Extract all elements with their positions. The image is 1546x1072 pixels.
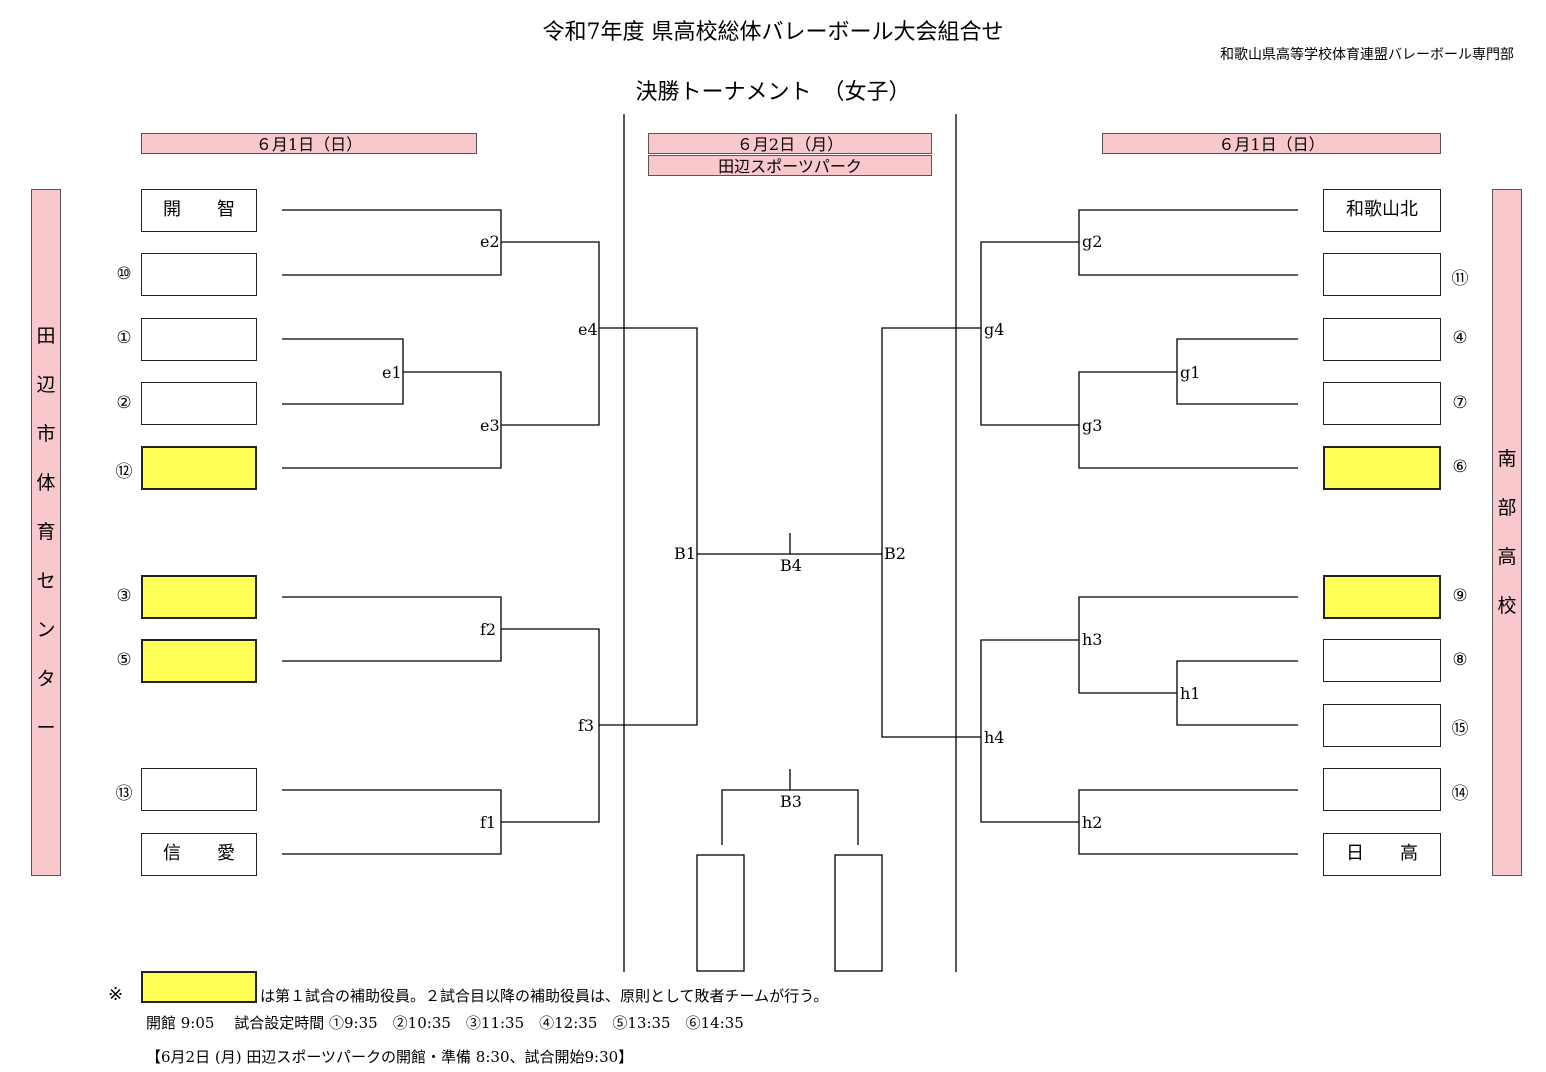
team-box: 日 高 [1323,833,1441,876]
match-label: g3 [1082,416,1103,435]
seed-number: ⑩ [116,264,132,284]
match-label: B3 [780,792,802,811]
team-box [141,253,257,296]
team-box [141,382,257,425]
left-venue-char: セ [36,570,56,592]
match-label: B1 [674,544,696,563]
left-venue-char: 市 [36,423,56,445]
team-box [1323,768,1441,811]
seed-number: ⑤ [116,650,132,670]
seed-number: ⑬ [115,784,133,804]
left-venue-bar: 田 辺 市 体 育 セ ン タ ー [31,189,61,876]
team-box-helper [1323,446,1441,490]
match-label: h4 [984,728,1005,747]
seed-number: ⑧ [1452,650,1468,670]
left-venue-char: 田 [36,325,56,347]
seed-number: ⑫ [115,462,133,482]
team-box [1323,704,1441,747]
page-title: 令和7年度 県高校総体バレーボール大会組合せ [542,20,1004,45]
left-venue-char: ン [36,619,56,641]
right-venue-char: 校 [1497,594,1517,617]
left-venue-char: ー [36,717,56,739]
left-date-header: ６月1日（日） [141,133,477,154]
match-label: e4 [578,320,598,339]
team-box [141,318,257,361]
match-label: e3 [480,416,500,435]
b3-slot-left [696,854,745,972]
team-box: 開 智 [141,189,257,232]
note-text: は第１試合の補助役員。２試合目以降の補助役員は、原則として敗者チームが行う。 [260,987,829,1005]
seed-number: ④ [1452,328,1468,348]
right-venue-char: 部 [1497,496,1517,519]
right-venue-bar: 南 部 高 校 [1492,189,1522,876]
seed-number: ② [116,393,132,413]
seed-number: ⑮ [1451,719,1469,739]
match-label: h1 [1180,684,1201,703]
match-label: h3 [1082,630,1103,649]
team-box [1323,639,1441,682]
right-venue-char: 高 [1497,545,1517,568]
team-box-helper [1323,575,1441,619]
seed-number: ⑨ [1452,586,1468,606]
team-box [1323,382,1441,425]
team-box [141,768,257,811]
b3-slot-right [834,854,883,972]
center-venue-header: 田辺スポーツパーク [648,155,932,176]
team-box: 信 愛 [141,833,257,876]
day2-note: 【6月2日 (月) 田辺スポーツパークの開館・準備 8:30、試合開始9:30】 [146,1048,634,1066]
team-box-helper [141,639,257,683]
legend-helper-swatch [141,971,257,1003]
note-mark: ※ [108,984,124,1005]
match-label: f3 [578,716,595,735]
match-label: g2 [1082,232,1103,251]
right-date-header: ６月1日（日） [1102,133,1441,154]
team-box-helper [141,446,257,490]
seed-number: ⑦ [1452,393,1468,413]
right-venue-char: 南 [1497,447,1517,470]
seed-number: ③ [116,586,132,606]
left-venue-char: 育 [36,521,56,543]
center-date-header: ６月2日（月） [648,133,932,154]
match-label: g1 [1180,363,1201,382]
team-box [1323,253,1441,296]
match-label: B2 [884,544,906,563]
left-venue-char: タ [36,668,56,690]
match-label: f2 [480,620,497,639]
schedule-text: 開館 9:05 試合設定時間 ①9:35 ②10:35 ③11:35 ④12:3… [146,1014,744,1032]
seed-number: ⑥ [1452,457,1468,477]
seed-number: ① [116,328,132,348]
left-venue-char: 体 [36,472,56,494]
match-label: h2 [1082,813,1103,832]
seed-number: ⑪ [1451,269,1469,289]
match-label: e1 [382,363,402,382]
team-box: 和歌山北 [1323,189,1441,232]
match-label: g4 [984,320,1005,339]
left-venue-char: 辺 [36,374,56,396]
team-box [1323,318,1441,361]
match-label: e2 [480,232,500,251]
seed-number: ⑭ [1451,784,1469,804]
page-subtitle: 決勝トーナメント （女子） [635,80,911,105]
organizer: 和歌山県高等学校体育連盟バレーボール専門部 [1220,47,1514,63]
team-box-helper [141,575,257,619]
match-label: B4 [780,556,802,575]
match-label: f1 [480,813,497,832]
